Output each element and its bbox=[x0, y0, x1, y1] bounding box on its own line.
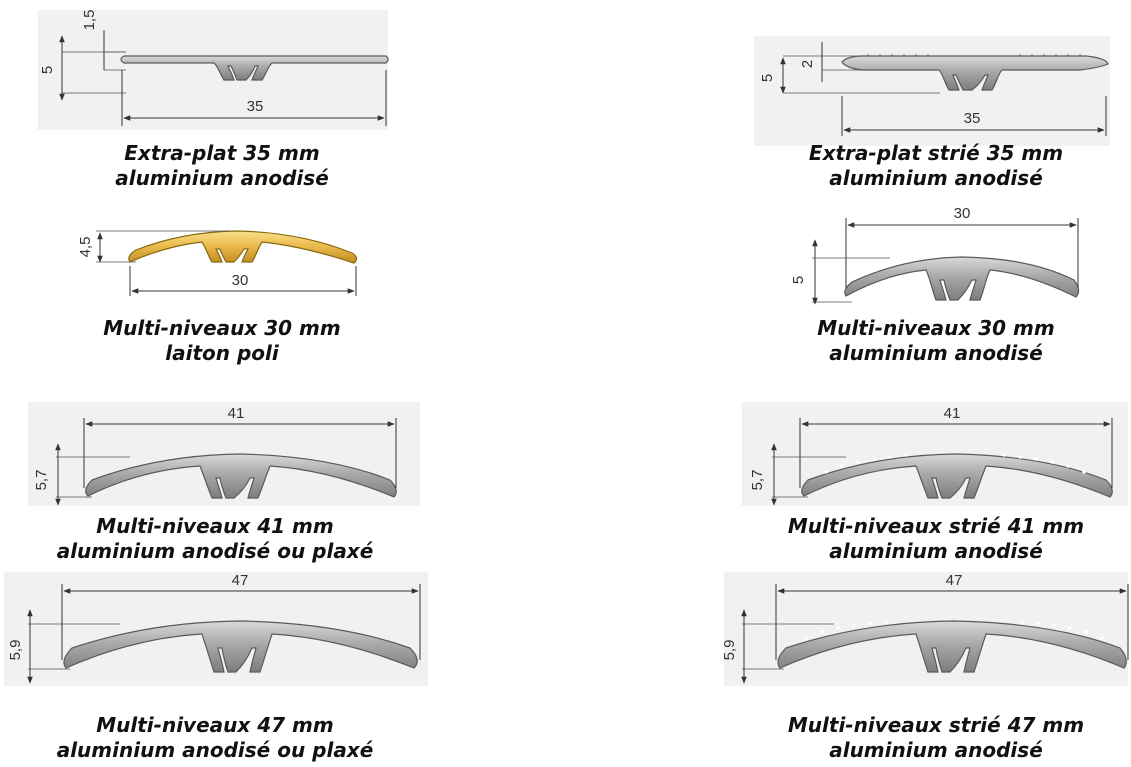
caption-extra-plat-35: Extra-plat 35 mm aluminium anodisé bbox=[62, 141, 382, 191]
caption-line2: aluminium anodisé ou plaxé bbox=[56, 738, 374, 762]
profile-multi-niveaux-strie-41: 41 5,7 bbox=[742, 402, 1128, 506]
dim-thickness: 2 bbox=[799, 60, 816, 68]
dim-height: 5 bbox=[39, 66, 56, 74]
dim-width: 41 bbox=[944, 405, 961, 422]
caption-line2: aluminium anodisé bbox=[829, 341, 1043, 365]
profile-shape bbox=[844, 256, 1080, 301]
caption-line1: Multi-niveaux strié 47 mm bbox=[787, 713, 1085, 737]
profile-multi-niveaux-30-alu: 30 5 bbox=[790, 205, 1080, 305]
profile-shape bbox=[801, 453, 1113, 499]
caption-line2: aluminium anodisé ou plaxé bbox=[56, 539, 374, 563]
profile-shape bbox=[841, 55, 1109, 91]
dim-width: 35 bbox=[247, 98, 264, 115]
caption-line1: Multi-niveaux 47 mm bbox=[96, 713, 334, 737]
caption-line1: Multi-niveaux strié 41 mm bbox=[787, 514, 1085, 538]
profile-extra-plat-strie-35: 5 2 35 bbox=[754, 36, 1110, 146]
profile-shape bbox=[777, 620, 1127, 673]
dim-width: 47 bbox=[946, 572, 963, 589]
caption-multi-niveaux-47: Multi-niveaux 47 mm aluminium anodisé ou… bbox=[0, 713, 430, 763]
profile-multi-niveaux-41: 41 5,7 bbox=[28, 402, 420, 506]
caption-line1: Multi-niveaux 41 mm bbox=[96, 514, 334, 538]
caption-multi-niveaux-strie-47: Multi-niveaux strié 47 mm aluminium anod… bbox=[756, 713, 1116, 763]
dim-width: 35 bbox=[964, 110, 981, 127]
profile-shape bbox=[128, 230, 358, 264]
profile-extra-plat-35: 5 1,5 35 bbox=[38, 10, 389, 130]
profile-shape bbox=[120, 55, 389, 81]
dim-width: 30 bbox=[232, 272, 249, 289]
dim-height: 5,7 bbox=[33, 470, 50, 491]
dim-height: 5 bbox=[790, 276, 807, 284]
caption-multi-niveaux-41: Multi-niveaux 41 mm aluminium anodisé ou… bbox=[0, 514, 430, 564]
profile-multi-niveaux-30-laiton: 4,5 30 bbox=[77, 230, 358, 296]
profile-multi-niveaux-strie-47: 47 5,9 bbox=[721, 572, 1129, 686]
dim-height: 5,7 bbox=[749, 470, 766, 491]
dim-height: 5,9 bbox=[7, 640, 24, 661]
caption-line1: Multi-niveaux 30 mm bbox=[817, 316, 1055, 340]
caption-extra-plat-strie-35: Extra-plat strié 35 mm aluminium anodisé bbox=[766, 141, 1106, 191]
profile-shape bbox=[63, 620, 418, 673]
caption-line2: aluminium anodisé bbox=[829, 738, 1043, 762]
dim-height: 4,5 bbox=[77, 237, 94, 258]
caption-line2: laiton poli bbox=[165, 341, 279, 365]
dim-width: 30 bbox=[954, 205, 971, 222]
profile-multi-niveaux-47: 47 5,9 bbox=[4, 572, 428, 686]
dim-height: 5,9 bbox=[721, 640, 738, 661]
dim-width: 41 bbox=[228, 405, 245, 422]
profile-panel bbox=[38, 10, 388, 130]
dim-thickness: 1,5 bbox=[81, 10, 98, 31]
caption-multi-niveaux-30-alu: Multi-niveaux 30 mm aluminium anodisé bbox=[766, 316, 1106, 366]
dim-height: 5 bbox=[759, 74, 776, 82]
caption-line1: Extra-plat strié 35 mm bbox=[808, 141, 1064, 165]
caption-line1: Extra-plat 35 mm bbox=[124, 141, 320, 165]
caption-multi-niveaux-30-laiton: Multi-niveaux 30 mm laiton poli bbox=[62, 316, 382, 366]
dim-width: 47 bbox=[232, 572, 249, 589]
caption-line1: Multi-niveaux 30 mm bbox=[103, 316, 341, 340]
caption-line2: aluminium anodisé bbox=[115, 166, 329, 190]
caption-multi-niveaux-strie-41: Multi-niveaux strié 41 mm aluminium anod… bbox=[756, 514, 1116, 564]
caption-line2: aluminium anodisé bbox=[829, 539, 1043, 563]
caption-line2: aluminium anodisé bbox=[829, 166, 1043, 190]
profile-shape bbox=[85, 453, 397, 499]
